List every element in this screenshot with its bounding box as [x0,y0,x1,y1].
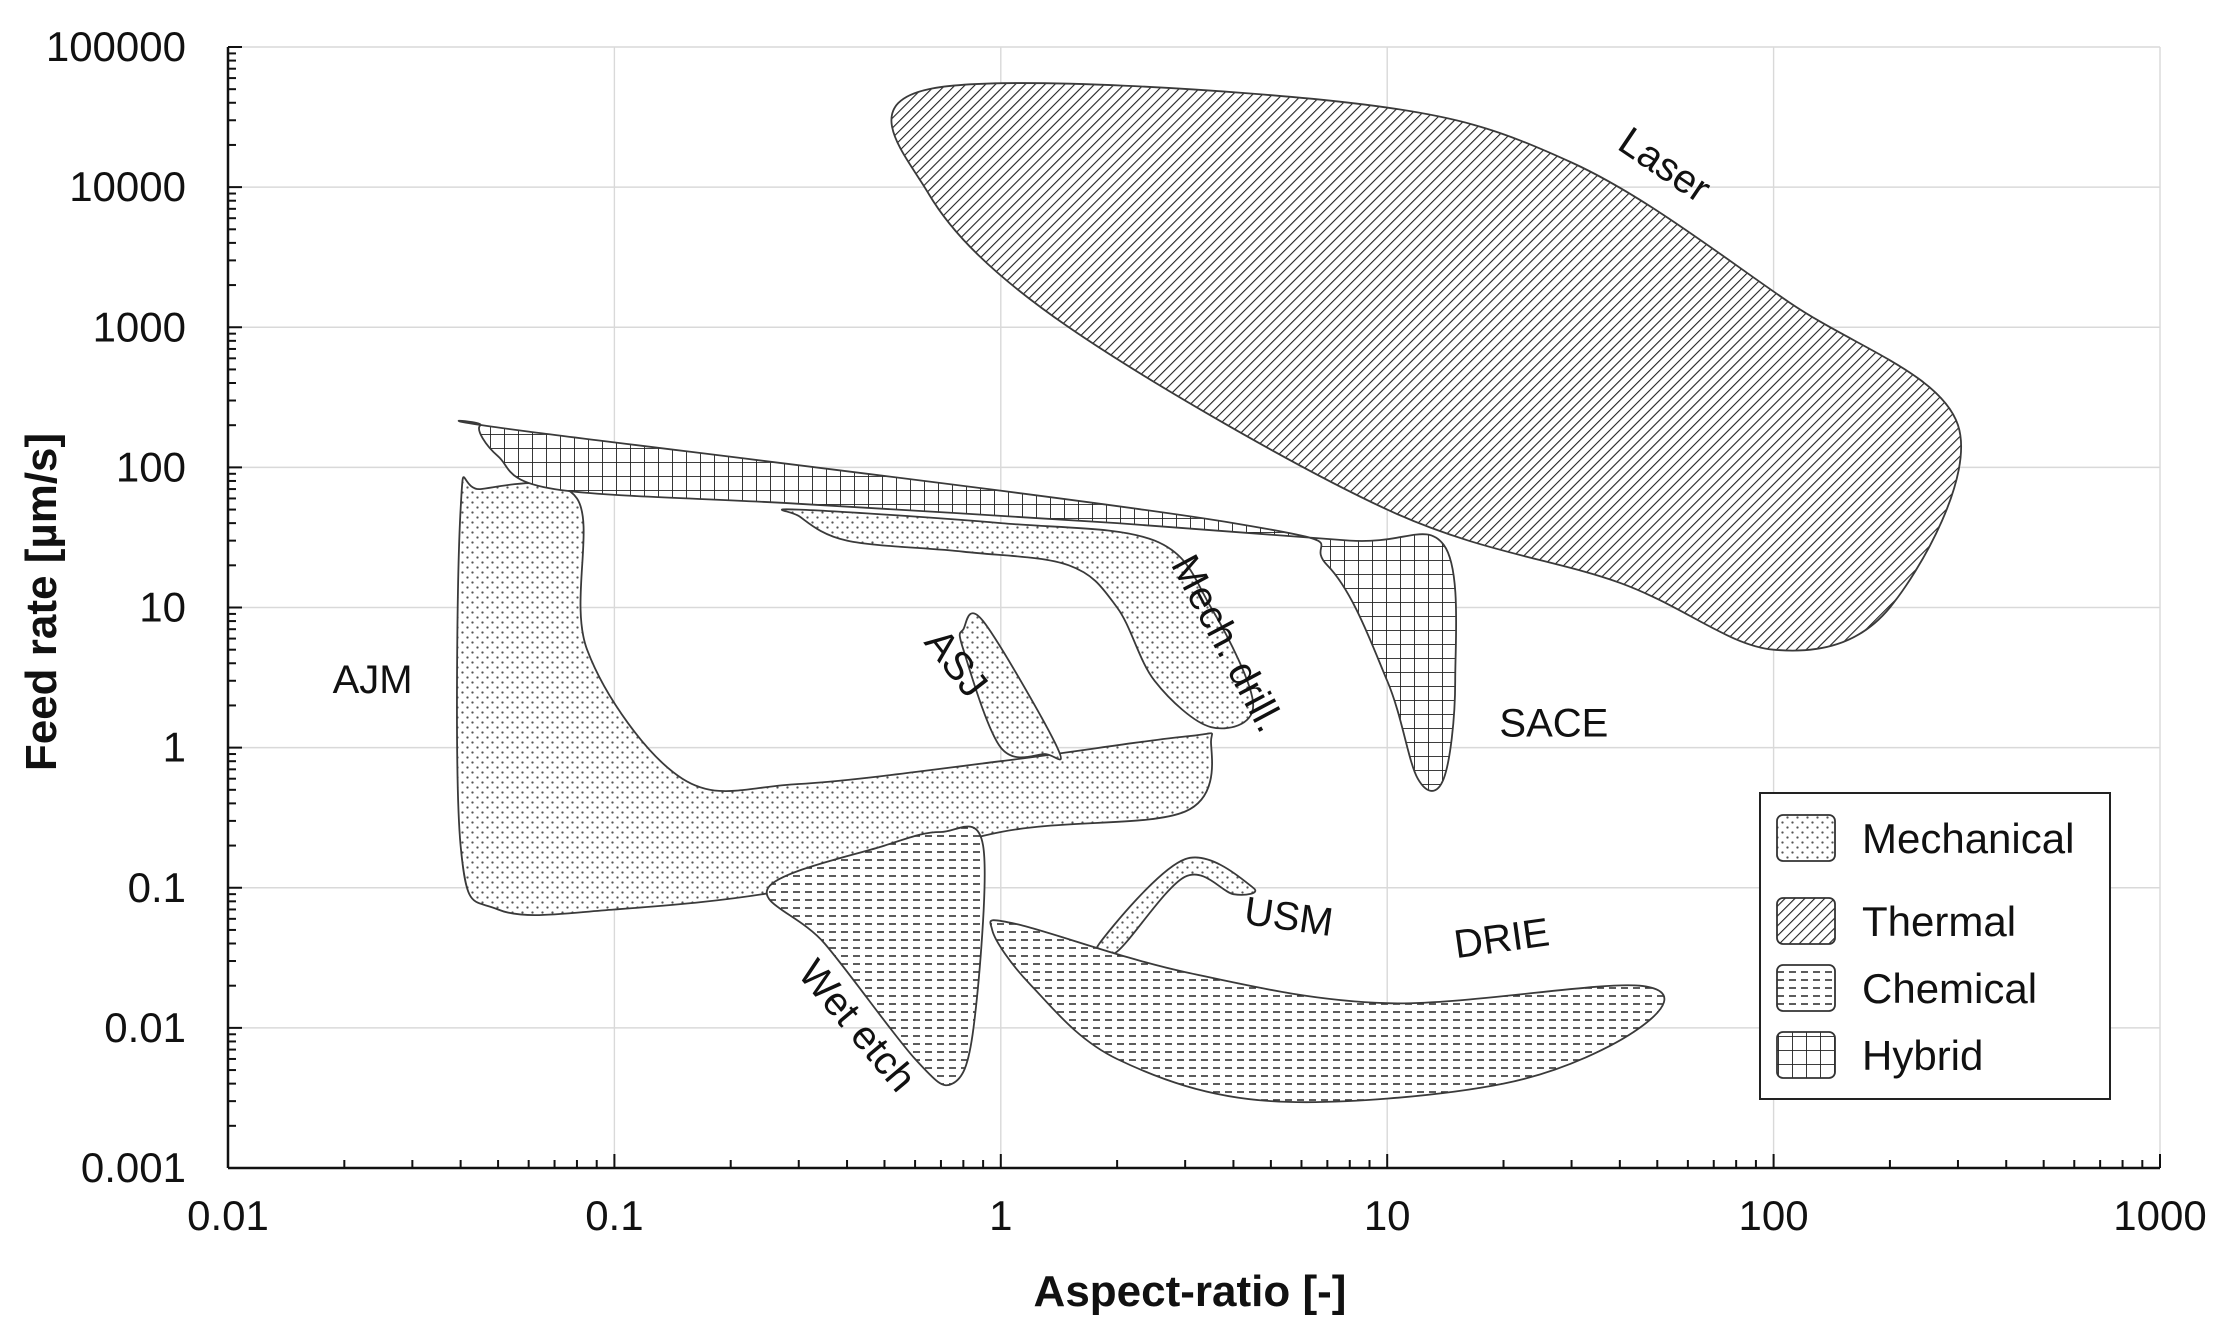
region-wet-etch [765,825,986,1087]
legend-swatch-hybrid [1776,1031,1836,1079]
legend-label-mechanical: Mechanical [1862,815,2074,862]
region-usm [1094,856,1257,959]
region-label-usm: USM [1242,889,1336,945]
legend-label-chemical: Chemical [1862,965,2037,1012]
x-tick-label: 1000 [2113,1192,2206,1239]
region-label-drie: DRIE [1451,910,1552,967]
y-tick-label: 1 [163,724,186,771]
x-tick-label: 10 [1364,1192,1411,1239]
y-axis-title: Feed rate [µm/s] [17,433,66,771]
legend-swatch-mechanical [1776,814,1836,862]
y-tick-label: 0.1 [128,864,186,911]
region-ajm [456,476,1213,916]
y-tick-label: 100 [116,443,186,490]
y-tick-label: 100000 [46,23,186,70]
legend-label-thermal: Thermal [1862,898,2016,945]
region-mech-drill [781,508,1255,730]
legend-swatch-chemical [1776,964,1836,1012]
region-label-sace: SACE [1499,702,1608,746]
y-tick-label: 1000 [93,303,186,350]
region-asj [958,612,1062,761]
region-laser [890,82,1963,652]
region-label-ajm: AJM [333,658,413,702]
region-sace [457,419,1458,792]
x-axis-title: Aspect-ratio [-] [1034,1267,1347,1316]
y-tick-label: 0.01 [104,1004,186,1051]
legend-label-hybrid: Hybrid [1862,1032,1983,1079]
regions-layer [456,82,1963,1103]
legend-swatch-thermal [1776,897,1836,945]
x-tick-label: 1 [989,1192,1012,1239]
y-tick-label: 10000 [69,163,186,210]
x-tick-label: 0.01 [187,1192,269,1239]
region-drie [989,919,1666,1103]
x-tick-label: 0.1 [585,1192,643,1239]
y-tick-label: 0.001 [81,1144,186,1191]
x-tick-label: 100 [1739,1192,1809,1239]
y-tick-label: 10 [139,584,186,631]
